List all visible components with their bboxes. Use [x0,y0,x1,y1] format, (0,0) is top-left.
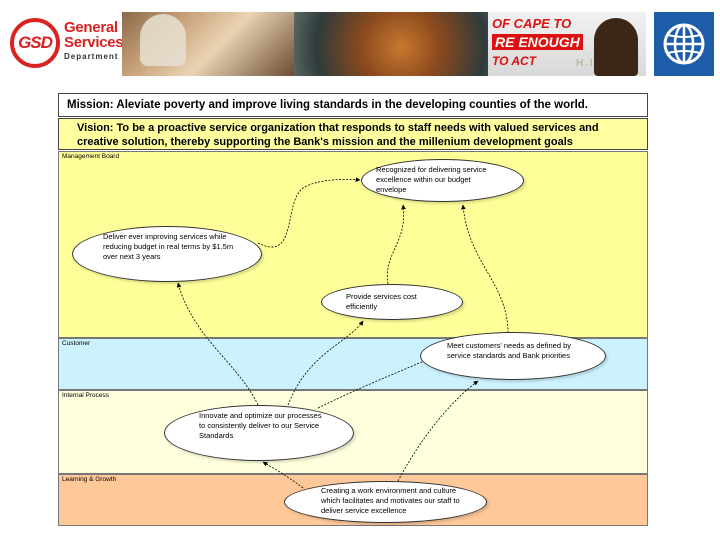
banner-line1: OF CAPE TO [492,16,571,31]
strategy-map: Mission: Aleviate poverty and improve li… [58,93,648,526]
banner-line2: RE ENOUGH [492,34,583,50]
node-deliver-text: Deliver ever improving services while re… [103,232,241,261]
gsd-logo-mark: GSD [10,18,60,68]
world-bank-logo [654,12,714,76]
gsd-logo-line2: Services [64,35,123,50]
arrow-provide-to-recognized [387,205,403,284]
node-creating: Creating a work environment and culture … [284,481,487,523]
gsd-logo-line3: Department [64,53,123,61]
photo-protest-banner: OF CAPE TO RE ENOUGH TO ACT H.I.V [488,12,646,76]
arrow-innovate-to-provide [288,321,363,405]
header-photo-strip: OF CAPE TO RE ENOUGH TO ACT H.I.V [122,12,646,76]
node-meet: Meet customers' needs as defined by serv… [420,332,606,380]
node-recognized-text: Recognized for delivering service excell… [376,165,494,194]
arrow-deliver-to-recognized [258,179,360,247]
gsd-logo: GSD General Services Department [8,14,120,70]
arrow-innovate-to-meet [318,355,436,408]
gsd-logo-text: General Services Department [64,20,123,61]
arrow-innovate-to-deliver [178,283,258,405]
globe-icon [661,21,707,67]
arrow-creating-to-innovate [263,462,303,488]
gsd-logo-line1: General [64,20,123,35]
arrow-creating-to-meet [398,381,478,481]
node-creating-text: Creating a work environment and culture … [321,486,471,515]
photo-students [122,12,294,76]
photo-water-hands [294,12,488,76]
node-recognized: Recognized for delivering service excell… [361,159,524,202]
node-provide: Provide services cost efficiently [321,284,463,320]
photo-person [594,18,638,76]
banner-line3: TO ACT [492,54,536,68]
arrow-meet-to-recognized [463,205,508,333]
node-innovate: Innovate and optimize our processes to c… [164,405,354,461]
node-meet-text: Meet customers' needs as defined by serv… [447,341,587,361]
node-provide-text: Provide services cost efficiently [346,292,450,312]
gsd-logo-mark-text: GSD [18,33,52,53]
node-innovate-text: Innovate and optimize our processes to c… [199,411,325,440]
node-deliver: Deliver ever improving services while re… [72,226,262,282]
